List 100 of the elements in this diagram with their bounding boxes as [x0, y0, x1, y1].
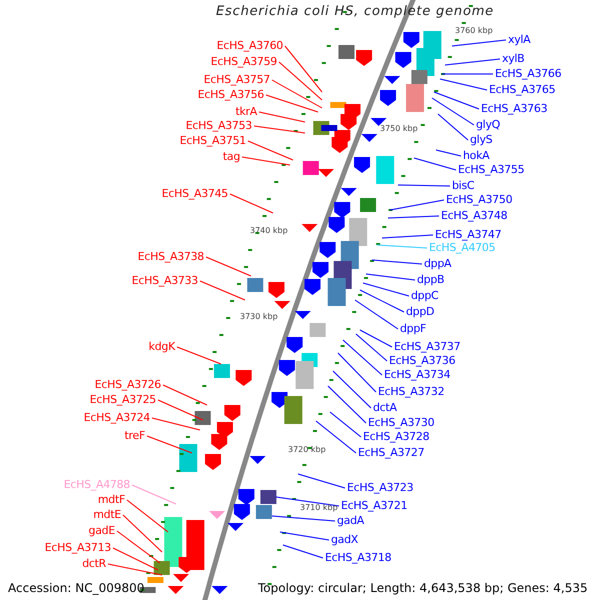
gene-label: EcHS_A3747	[435, 228, 502, 241]
gene-label: xylA	[508, 33, 530, 46]
leader-line	[278, 62, 322, 100]
gene-label: dctR	[82, 557, 106, 570]
gene-label: EcHS_A3748	[441, 209, 508, 222]
leader-line	[354, 300, 398, 330]
leader-line	[282, 544, 324, 558]
gene-label: EcHS_A3737	[394, 340, 460, 353]
genome-summary-note: Topology: circular; Length: 4,643,538 bp; Genes: 4,535	[258, 582, 588, 595]
diagram-title: Escherichia coli HS, complete genome	[215, 5, 495, 18]
gene-label: glyS	[470, 133, 492, 146]
gene-label: EcHS_A3763	[481, 102, 548, 115]
leader-line	[158, 400, 204, 420]
gene-label: tkrA	[235, 105, 257, 118]
gene-label: EcHS_A3753	[186, 119, 252, 132]
leader-line	[258, 112, 306, 122]
leader-line	[132, 484, 176, 504]
gene-label: EcHS_A3718	[325, 551, 392, 564]
gene-label: xylB	[502, 52, 524, 65]
leader-line	[342, 340, 382, 376]
gene-label: EcHS_A3745	[162, 187, 228, 200]
gene-label: glyQ	[476, 118, 500, 131]
leader-line	[452, 40, 506, 46]
leader-line	[434, 92, 480, 110]
leader-line	[362, 282, 410, 296]
leader-line	[230, 194, 274, 214]
leader-line	[316, 420, 356, 454]
gene-label: EcHS_A3765	[489, 83, 556, 96]
gene-label: EcHS_A3759	[210, 55, 277, 68]
gene-label: EcHS_A3736	[389, 354, 456, 367]
leader-line	[398, 184, 450, 186]
gene-label: gadX	[331, 533, 358, 546]
leader-line	[444, 58, 500, 66]
gene-label: tag	[222, 150, 240, 163]
leader-line	[360, 290, 404, 312]
leader-line	[146, 436, 192, 454]
gene-label: bisC	[452, 179, 474, 192]
scale-tick-label: 3720 kbp	[288, 446, 326, 454]
gene-label: dppC	[411, 289, 438, 302]
leader-line	[176, 346, 222, 364]
gene-label: dppB	[417, 273, 444, 286]
leader-line	[330, 412, 362, 438]
leader-line	[206, 256, 252, 276]
leader-line	[248, 140, 294, 160]
gene-label: mdtE	[93, 508, 121, 521]
gene-label: EcHS_A3723	[347, 481, 414, 494]
gene-label: dppA	[424, 257, 452, 270]
leader-line	[126, 500, 168, 532]
gene-label: EcHS_A3750	[446, 193, 512, 206]
gene-label: EcHS_A3724	[84, 411, 150, 424]
leader-line	[376, 244, 428, 248]
leader-line	[272, 516, 336, 522]
leader-line	[280, 532, 330, 540]
leader-line	[200, 280, 246, 300]
leader-line	[366, 274, 416, 280]
gene-label: dctA	[373, 401, 397, 414]
leader-line	[152, 418, 200, 430]
scale-tick-label: 3730 kbp	[240, 313, 278, 321]
gene-label: EcHS_A3751	[180, 134, 246, 147]
scale-tick-label: 3710 kbp	[300, 504, 338, 512]
gene-label: gadE	[88, 524, 115, 537]
gene-label: EcHS_A3738	[138, 250, 204, 263]
gene-label: EcHS_A4705	[429, 241, 496, 254]
gene-label: EcHS_A3766	[495, 67, 562, 80]
gene-label: EcHS_A3734	[384, 368, 450, 381]
gene-label: EcHS_A3733	[132, 274, 198, 287]
gene-label: EcHS_A3713	[44, 541, 111, 554]
leader-line	[390, 200, 444, 210]
leader-line	[328, 386, 366, 424]
gene-label: EcHS_A3760	[216, 39, 283, 52]
leader-line	[432, 98, 474, 126]
leader-line	[112, 548, 158, 570]
leader-line	[338, 352, 376, 392]
leader-line	[382, 234, 434, 238]
leader-line	[360, 330, 392, 348]
leader-line	[414, 158, 456, 170]
leader-line	[272, 80, 322, 108]
gene-label: EcHS_A3730	[368, 416, 434, 429]
scale-tick-label: 3740 kbp	[250, 227, 288, 235]
gene-label: EcHS_A3756	[198, 88, 264, 101]
gene-label: EcHS_A3727	[358, 446, 424, 459]
gene-label: mdtF	[98, 493, 125, 506]
leader-line	[332, 370, 372, 408]
gene-label: EcHS_A3725	[90, 393, 156, 406]
gene-label: EcHS_A3755	[458, 163, 524, 176]
leader-line	[122, 514, 162, 552]
gene-label: hokA	[463, 149, 490, 162]
gene-label: gadA	[337, 514, 364, 527]
leader-line	[388, 216, 440, 218]
leader-line	[284, 46, 322, 92]
leader-line	[116, 530, 160, 564]
gene-label: treF	[124, 429, 145, 442]
leader-line	[162, 384, 208, 406]
gene-label: EcHS_A3728	[363, 430, 430, 443]
gene-label: EcHS_A3726	[94, 378, 161, 391]
scale-tick-label: 3760 kbp	[455, 27, 493, 35]
leader-line	[266, 94, 318, 112]
accession-note: Accession: NC_009800	[8, 582, 144, 595]
gene-label: EcHS_A3757	[204, 73, 270, 86]
gene-label: EcHS_A3721	[341, 499, 408, 512]
